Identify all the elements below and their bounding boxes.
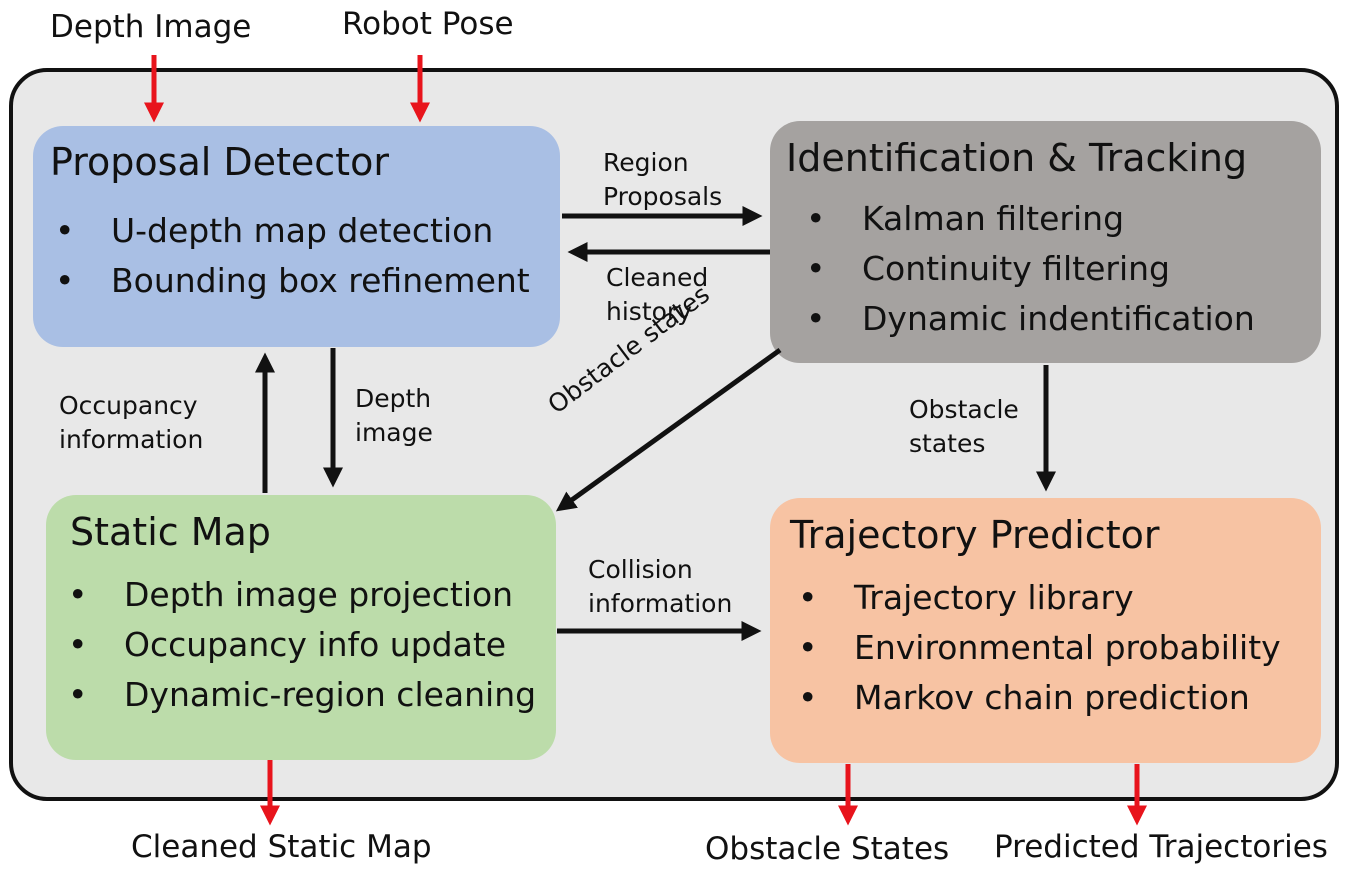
static-map-title: Static Map [70,510,271,554]
list-item: Depth image projection [68,570,536,620]
trajectory-predictor-box: Trajectory Predictor Trajectory library … [770,498,1321,763]
list-item: Dynamic-region cleaning [68,670,536,720]
list-item: Continuity filtering [806,244,1255,294]
list-item: Kalman filtering [806,194,1255,244]
trajectory-predictor-title: Trajectory Predictor [790,513,1160,557]
identification-tracking-list: Kalman filtering Continuity filtering Dy… [806,194,1255,344]
static-map-list: Depth image projection Occupancy info up… [68,570,536,720]
list-item: Occupancy info update [68,620,536,670]
identification-tracking-title: Identification & Tracking [786,136,1248,180]
list-item: U-depth map detection [55,206,530,256]
output-predicted-trajectories-label: Predicted Trajectories [994,829,1328,865]
list-item: Markov chain prediction [798,673,1281,723]
static-map-box: Static Map Depth image projection Occupa… [46,495,556,760]
list-item: Environmental probability [798,623,1281,673]
input-depth-image-label: Depth Image [50,9,252,45]
identification-tracking-box: Identification & Tracking Kalman filteri… [770,121,1321,363]
list-item: Bounding box refinement [55,256,530,306]
proposal-detector-title: Proposal Detector [50,140,389,184]
output-cleaned-static-map-label: Cleaned Static Map [131,829,432,865]
proposal-detector-list: U-depth map detection Bounding box refin… [55,206,530,306]
trajectory-predictor-list: Trajectory library Environmental probabi… [798,573,1281,723]
input-robot-pose-label: Robot Pose [342,6,514,42]
proposal-detector-box: Proposal Detector U-depth map detection … [33,126,560,347]
output-obstacle-states-label: Obstacle States [705,831,950,867]
list-item: Trajectory library [798,573,1281,623]
obstacle-states-diagonal-arrow [555,347,782,512]
list-item: Dynamic indentification [806,294,1255,344]
